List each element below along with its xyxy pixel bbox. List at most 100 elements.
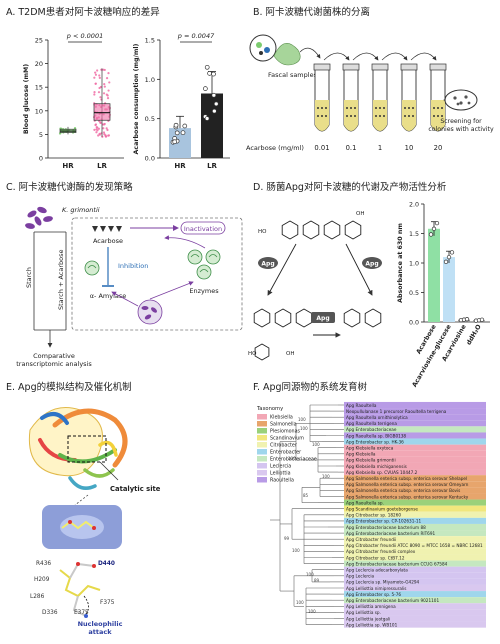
y-tick-label: 0.5 [409, 290, 419, 297]
leaf-highlight [344, 597, 486, 604]
legend-label: Klebsiella [270, 415, 293, 421]
leaf-highlight [344, 530, 486, 537]
leaf-highlight [344, 401, 486, 409]
bacterium-dot [408, 107, 410, 109]
data-point [97, 134, 100, 137]
y-tick-label: 1.0 [409, 261, 419, 268]
residue-label: D336 [42, 610, 58, 616]
leaf-label: Apg Klebsiella [346, 452, 376, 457]
leaf-label: Apg Raoultella sp. BIGB0138 [346, 433, 406, 438]
leaf-label: Apg Enterobacteriaceae bacterium 9021101 [346, 598, 439, 603]
chem-label: HO [248, 351, 257, 357]
data-point [98, 74, 101, 77]
data-point [102, 92, 106, 95]
data-point [99, 85, 102, 89]
bootstrap-value: 85 [303, 493, 309, 498]
fecal-samples-label: Fascal samples [268, 71, 318, 79]
bacterium-icon [137, 299, 163, 325]
bootstrap-value: 89 [314, 578, 320, 583]
transfer-arrow [381, 52, 408, 61]
leaf-highlight [344, 408, 486, 415]
bootstrap-value: 100 [322, 474, 330, 479]
bootstrap-value: 100 [298, 417, 306, 422]
leaf-highlight [344, 578, 486, 585]
leaf-label: Apg Klebsiella michiganensis [346, 464, 407, 469]
apg-label: Apg [261, 260, 274, 267]
data-point [203, 86, 208, 91]
bacterium-dot [325, 107, 327, 109]
data-point [93, 76, 96, 79]
analysis-label-1: Comparative [33, 352, 75, 360]
bacterium-dot [346, 115, 348, 117]
leaf-highlight [344, 438, 486, 445]
data-point [174, 130, 180, 136]
x-tick-label: HR [62, 162, 74, 170]
leaf-label: Apg Klebsiella sp. CVUAS 10447.2 [346, 470, 418, 475]
data-point [102, 127, 105, 130]
legend-swatch [257, 421, 267, 427]
y-axis-label: Blood glucose (mM) [23, 64, 30, 134]
starch-acarbose-label: Starch + Acarbose [57, 249, 65, 310]
leaf-label: Apg Citrobacter sp. 18260 [346, 513, 401, 518]
tube-cap [371, 63, 389, 71]
leaf-label: Apg Raoultella terrigena [346, 421, 397, 426]
data-point [95, 128, 98, 131]
protein-structure-image [28, 407, 128, 490]
bacterium-dot [346, 107, 348, 109]
panel-d-title: D. 肠菌Apg对阿卡波糖的代谢及产物活性分析 [253, 181, 447, 193]
p-value-label: p = 0.0047 [177, 32, 215, 40]
leaf-label: Apg Salmonella enterica subsp. enterica … [346, 476, 467, 481]
bootstrap-value: 100 [312, 442, 320, 447]
data-point [102, 68, 105, 71]
k-grimontii-cells-icon [25, 206, 53, 229]
sugar-ring [274, 308, 292, 328]
leaf-highlight [344, 505, 486, 512]
data-point [479, 317, 485, 322]
panel-b: B. 阿卡波糖代谢菌株的分离 Fascal samples Acarbose (… [246, 6, 494, 152]
bacterium-dot [437, 107, 439, 109]
reaction-arrow [345, 243, 373, 296]
x-tick-label: HR [174, 162, 186, 170]
leaf-label: Neopullulanase 1 precursor Raoultella te… [346, 409, 447, 414]
leaf-highlight [344, 444, 486, 451]
bacterium-dot [350, 115, 352, 117]
bootstrap-value: 100 [300, 426, 308, 431]
data-point [98, 76, 101, 79]
glucose-ring [254, 343, 270, 361]
bootstrap-value: 100 [308, 609, 316, 614]
data-point [93, 128, 96, 131]
legend-label: Salmonella [270, 422, 297, 428]
data-point [211, 92, 217, 98]
legend-label: Scandinavium [270, 436, 304, 442]
bacterium-dot [375, 115, 377, 117]
bacterium-dot [383, 115, 385, 117]
apg-badge [258, 257, 278, 269]
leaf-highlight [344, 493, 486, 500]
legend-swatch [257, 442, 267, 448]
sugar-ring [302, 220, 320, 240]
leaf-label: Apg Leclercia adecarboxylata [346, 568, 408, 573]
leaf-highlight [344, 523, 486, 531]
bar-1 [443, 257, 455, 322]
chem-label: OH [286, 351, 294, 357]
bacterium-dot [383, 107, 385, 109]
y-tick-label: 0.0 [145, 155, 155, 163]
data-point [211, 71, 216, 77]
bacterium-dot [350, 107, 352, 109]
leaf-highlight [344, 609, 486, 616]
concentration-label: 1 [378, 144, 382, 152]
reaction-arrow [267, 243, 297, 296]
bacterium-dot [433, 115, 435, 117]
data-point [103, 85, 106, 88]
leaf-label: Apg Citrobacter sp. CtB7.12 [346, 555, 405, 560]
bacterium-dot [404, 115, 406, 117]
legend-swatch [257, 477, 267, 483]
leaf-label: Apg Enterobacteriaceae bacterium RIT691 [346, 531, 435, 536]
data-point [95, 131, 98, 134]
y-tick-label: 25 [35, 37, 43, 45]
